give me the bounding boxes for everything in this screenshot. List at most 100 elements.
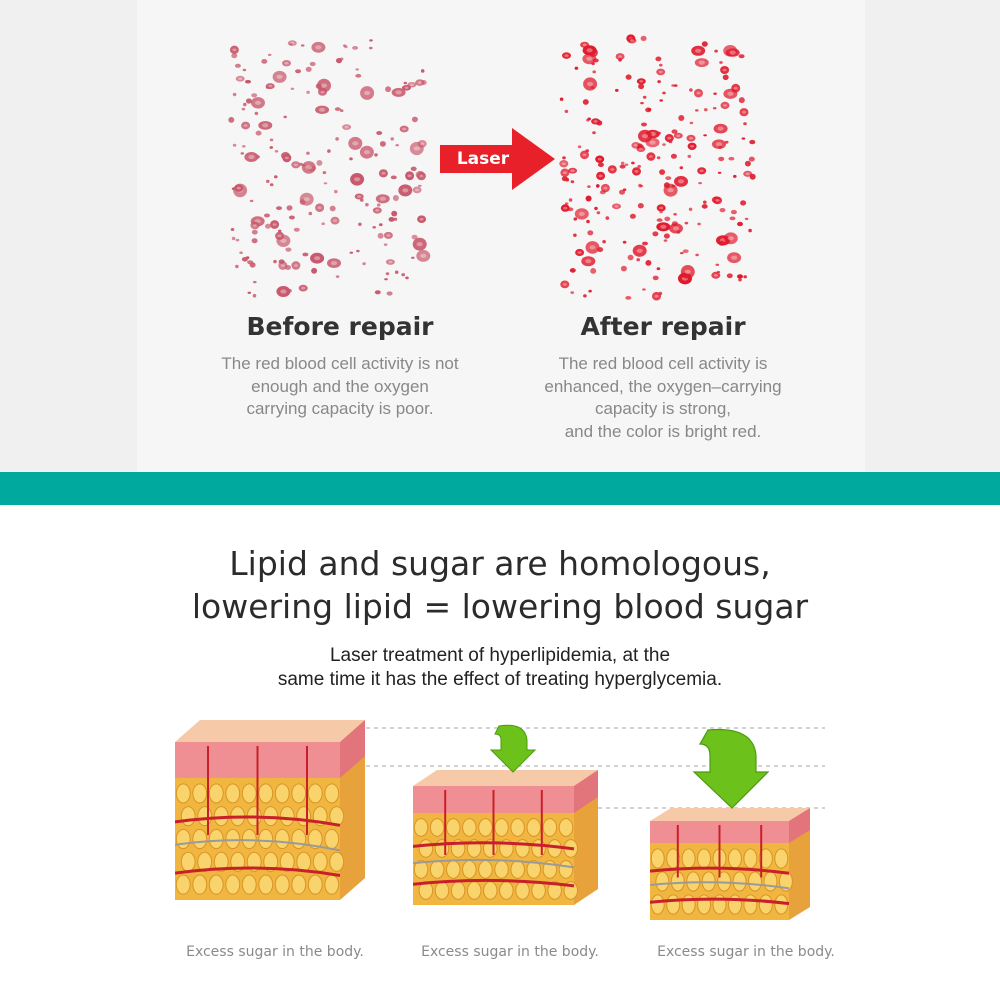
blood-cell [335, 275, 340, 278]
fat-cell [274, 874, 290, 895]
blood-cell [230, 228, 235, 231]
blood-cell [349, 251, 354, 254]
blood-cell-highlight [293, 163, 298, 167]
blood-cell [391, 87, 406, 97]
blood-cell [694, 88, 703, 98]
blood-cell [647, 108, 652, 111]
blood-cell [658, 291, 663, 296]
blood-cell [678, 115, 685, 121]
blood-cell-highlight [723, 104, 727, 107]
blood-cell [390, 175, 397, 180]
fat-cell [208, 874, 224, 895]
blood-cell-highlight [598, 174, 603, 178]
blood-cell [642, 95, 647, 99]
blood-cell [657, 80, 661, 84]
blood-cell [392, 195, 399, 201]
skin-block-caption: Excess sugar in the body. [186, 944, 364, 960]
blood-cell-highlight [684, 269, 691, 274]
blood-cell [365, 203, 369, 207]
fat-cell [296, 806, 312, 827]
blood-cell [378, 169, 388, 178]
blood-cell [642, 288, 646, 291]
blood-cell [587, 230, 594, 236]
blood-cell [272, 70, 287, 83]
blood-cell [417, 215, 427, 223]
blood-cell-highlight [586, 56, 593, 61]
blood-cell [275, 231, 285, 240]
fat-cell [727, 848, 742, 869]
fat-cell [258, 783, 274, 804]
blood-cell [316, 160, 323, 166]
fat-cell [547, 881, 562, 900]
blood-cell [247, 291, 252, 294]
blood-cell [273, 259, 277, 264]
fat-cell [531, 881, 546, 900]
blood-cell [282, 153, 292, 163]
blood-cell [656, 68, 666, 76]
blood-vessel [413, 878, 575, 888]
blood-cell-highlight [364, 90, 371, 96]
blood-cell [330, 216, 340, 225]
blood-cell-highlight [314, 256, 321, 261]
blood-cell-highlight [248, 154, 255, 160]
blood-cell [232, 92, 237, 97]
blood-cell-highlight [742, 110, 746, 114]
blood-cell-highlight [561, 162, 566, 165]
blood-cell [360, 198, 364, 202]
blood-cell [669, 223, 683, 234]
blood-cell-highlight [243, 124, 248, 127]
blood-cell [741, 137, 746, 140]
skin-side-dermis [789, 808, 810, 843]
blood-cell-highlight [416, 242, 423, 247]
fat-cell [208, 783, 224, 804]
blood-cell [355, 73, 362, 78]
fat-cell [197, 806, 213, 827]
blood-cell [560, 204, 570, 212]
blood-cell-highlight [593, 120, 598, 123]
blood-cell [415, 79, 425, 86]
blood-cell [327, 258, 341, 268]
blood-cell [266, 179, 270, 183]
blood-cell [724, 140, 729, 144]
blood-cell [267, 53, 272, 56]
blood-cell [245, 98, 252, 104]
blood-cell [656, 218, 663, 222]
headline-line: Lipid and sugar are homologous, [229, 544, 771, 583]
blood-cell [562, 52, 571, 59]
blood-cell-highlight [677, 179, 685, 184]
blood-cell-highlight [676, 134, 681, 137]
blood-cell [738, 54, 745, 59]
after-repair-description: The red blood cell activity is enhanced,… [513, 353, 813, 443]
blood-cell-highlight [649, 140, 656, 145]
blood-cell [359, 145, 374, 159]
blood-cell-highlight [262, 123, 269, 128]
fat-cell [180, 806, 196, 827]
blood-cell [264, 213, 270, 218]
laser-arrow-label: Laser [456, 149, 510, 169]
blood-cell [395, 144, 399, 147]
blood-cell [235, 238, 240, 242]
blood-cell-highlight [667, 188, 674, 193]
blood-cell-highlight [276, 74, 283, 79]
blood-cell-highlight [305, 165, 312, 170]
fat-cell [192, 874, 208, 895]
blood-cell [567, 207, 574, 212]
blood-cell [302, 252, 309, 257]
blood-cell [697, 222, 701, 226]
blood-cell [234, 184, 244, 192]
green-down-arrow-large-icon [692, 728, 770, 809]
blood-cell [339, 109, 344, 112]
blood-cell-highlight [715, 199, 720, 202]
blood-cell [374, 153, 378, 157]
blood-cell [673, 84, 678, 87]
blood-cell-highlight [277, 234, 282, 238]
blood-cell [375, 194, 390, 204]
fat-cell [697, 848, 712, 869]
blood-cell [282, 60, 291, 67]
fat-cell [727, 894, 742, 915]
blood-cell [684, 221, 689, 225]
blood-cell-highlight [733, 86, 738, 90]
blood-cell-highlight [301, 286, 306, 290]
blood-cell [568, 167, 578, 174]
blood-cell [695, 109, 699, 112]
